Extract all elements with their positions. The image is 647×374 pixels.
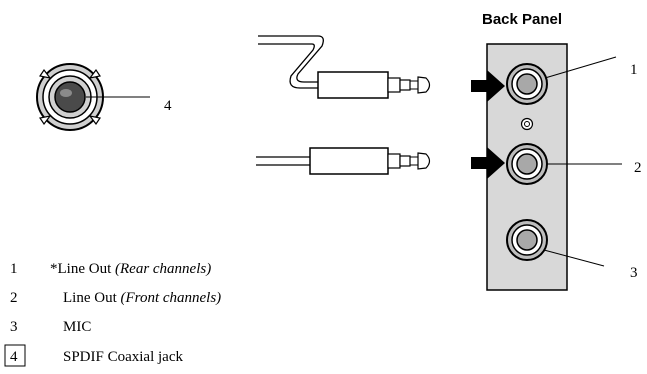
legend-label: *Line Out (Rear channels) — [50, 261, 211, 277]
legend-label: MIC — [63, 319, 91, 335]
legend-number-box — [4, 344, 26, 367]
audio-jack-3 — [506, 219, 548, 261]
legend-number: 1 — [10, 261, 18, 277]
callout-1: 1 — [630, 62, 638, 78]
indicator-ring — [520, 117, 534, 131]
leader-line-3 — [543, 249, 605, 267]
legend-label: SPDIF Coaxial jack — [63, 349, 183, 365]
audio-plug-2 — [256, 147, 431, 175]
audio-jack-2 — [506, 143, 548, 185]
legend-label-detail: (Front channels) — [121, 290, 222, 306]
audio-plug-1 — [258, 35, 431, 99]
legend-label-main: *Line Out — [50, 261, 115, 277]
legend-label-detail: (Rear channels) — [115, 261, 211, 277]
leader-line-1 — [544, 56, 617, 79]
legend-item: 3 MIC — [10, 319, 91, 335]
legend-item: 2 Line Out (Front channels) — [10, 290, 221, 306]
legend-label: Line Out (Front channels) — [63, 290, 221, 306]
coaxial-connector-icon — [36, 63, 104, 131]
callout-4: 4 — [164, 98, 172, 114]
audio-jack-1 — [506, 63, 548, 105]
insert-arrow-2 — [471, 147, 505, 179]
legend-item: 1 *Line Out (Rear channels) — [10, 261, 211, 277]
legend: 1 *Line Out (Rear channels) 2 Line Out (… — [4, 261, 221, 367]
legend-number: 2 — [10, 290, 18, 306]
legend-item: 4 SPDIF Coaxial jack — [4, 344, 183, 367]
panel-title: Back Panel — [482, 11, 562, 28]
legend-number: 3 — [10, 319, 18, 335]
insert-arrow-1 — [471, 70, 505, 102]
callout-3: 3 — [630, 265, 638, 281]
legend-number: 4 — [10, 349, 18, 365]
callout-2: 2 — [634, 160, 642, 176]
legend-label-main: Line Out — [63, 290, 121, 306]
